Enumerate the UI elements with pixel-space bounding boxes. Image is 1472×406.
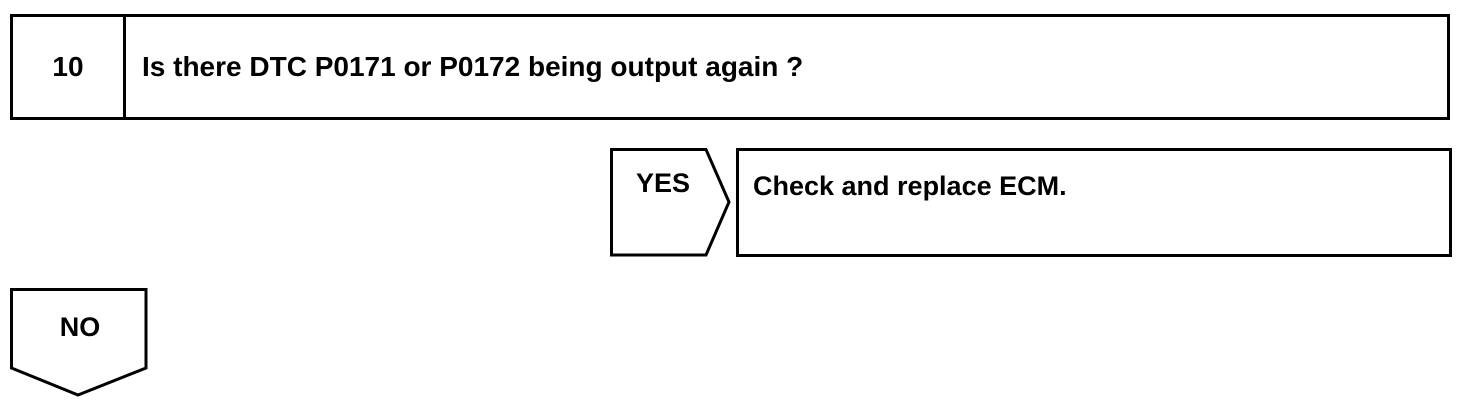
yes-label: YES	[636, 168, 691, 198]
step-number: 10	[13, 17, 126, 117]
no-arrow-shape	[10, 288, 148, 397]
action-text: Check and replace ECM.	[753, 171, 1067, 201]
action-box: Check and replace ECM.	[736, 148, 1452, 257]
step-question: Is there DTC P0171 or P0172 being output…	[142, 51, 804, 82]
yes-arrow-shape	[610, 148, 731, 257]
no-label: NO	[59, 312, 101, 342]
step-box: 10 Is there DTC P0171 or P0172 being out…	[10, 14, 1450, 120]
